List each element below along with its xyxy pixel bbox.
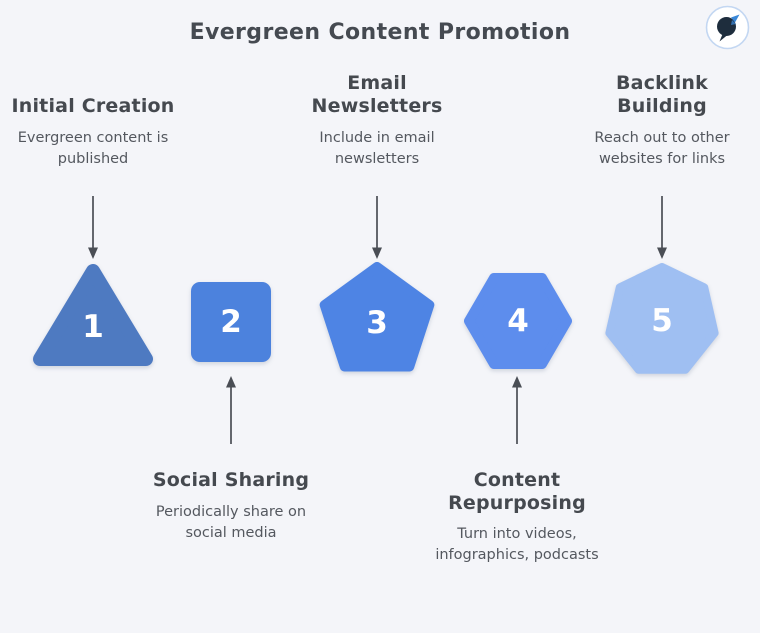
step-5-heading: Backlink Building	[616, 72, 708, 117]
step-1-description: Evergreen content is published	[17, 130, 169, 167]
step-4-heading: Content Repurposing	[448, 469, 586, 514]
step-1-number: 1	[82, 309, 104, 345]
step-1-heading: Initial Creation	[11, 95, 175, 117]
arrow-up-2	[226, 376, 236, 444]
step-4-shape-hexagon	[464, 273, 572, 369]
napkin-badge-icon	[705, 5, 750, 50]
step-1-shape-triangle	[33, 264, 153, 366]
step-5-number: 5	[651, 303, 673, 339]
step-3-heading: Email Newsletters	[311, 72, 443, 117]
step-5-description: Reach out to other websites for links	[594, 130, 730, 167]
napkin-badge[interactable]	[705, 5, 750, 50]
step-3-shape-pentagon	[319, 262, 435, 372]
arrow-up-4	[512, 376, 522, 444]
step-3-number: 3	[366, 305, 388, 341]
arrow-down-5	[657, 196, 667, 259]
step-2-heading: Social Sharing	[152, 469, 310, 491]
step-2-description: Periodically share on social media	[155, 504, 307, 541]
step-2-shape-square	[191, 282, 271, 362]
step-4-description: Turn into videos, infographics, podcasts	[435, 526, 599, 563]
step-3-description: Include in email newsletters	[319, 130, 435, 167]
arrow-down-1	[88, 196, 98, 259]
step-5-shape-heptagon	[605, 263, 719, 374]
step-2-number: 2	[220, 304, 242, 340]
arrow-down-3	[372, 196, 382, 259]
step-4-number: 4	[507, 303, 529, 339]
page-title: Evergreen Content Promotion	[189, 20, 571, 45]
